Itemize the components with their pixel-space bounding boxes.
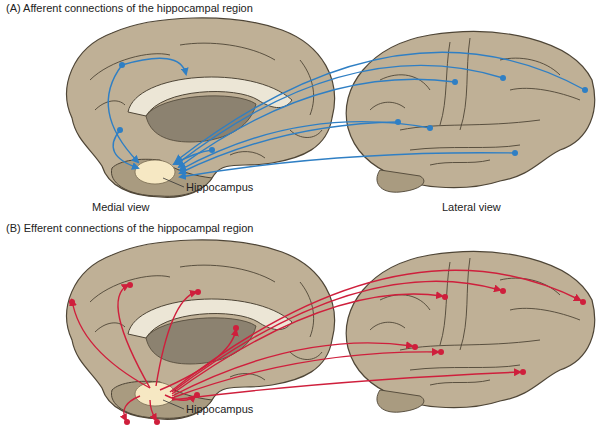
afferent-arrows bbox=[108, 52, 585, 177]
lateral-brain bbox=[346, 252, 594, 413]
medial-brain bbox=[67, 240, 335, 419]
view-label: Lateral view bbox=[442, 201, 501, 214]
efferent-arrows bbox=[72, 270, 580, 420]
panel-heading: (B) Efferent connections of the hippocam… bbox=[6, 222, 253, 235]
medial-brain bbox=[67, 18, 335, 197]
structure-label: Hippocampus bbox=[186, 403, 253, 416]
afferent-origins bbox=[117, 62, 588, 156]
lateral-brain bbox=[346, 32, 594, 193]
view-label: Medial view bbox=[92, 201, 149, 214]
panel-heading: (A) Afferent connections of the hippocam… bbox=[6, 2, 253, 15]
structure-label: Hippocampus bbox=[186, 181, 253, 194]
efferent-targets bbox=[69, 282, 586, 425]
leader-line bbox=[163, 178, 184, 409]
